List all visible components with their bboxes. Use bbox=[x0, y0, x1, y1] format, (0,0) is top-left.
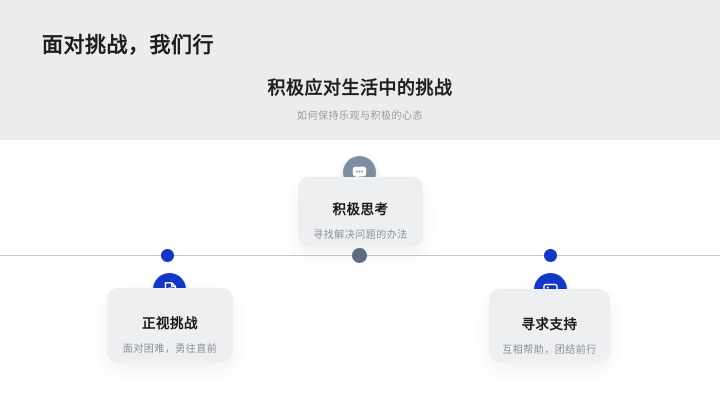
card-description: 寻找解决问题的办法 bbox=[313, 230, 408, 241]
timeline-dot-right bbox=[544, 249, 557, 262]
topic-heading: 积极应对生活中的挑战 bbox=[267, 78, 453, 98]
card-description: 面对困难，勇往直前 bbox=[122, 344, 218, 355]
card-title: 积极思考 bbox=[332, 202, 389, 217]
timeline-dot-left bbox=[161, 249, 174, 262]
card-description: 互相帮助，团结前行 bbox=[502, 345, 597, 356]
header-band bbox=[0, 0, 720, 140]
timeline-card-think: 积极思考 寻找解决问题的办法 bbox=[298, 177, 423, 247]
topic-subheading: 如何保持乐观与积极的心态 bbox=[297, 111, 423, 122]
timeline-card-face: 正视挑战 面对困难，勇往直前 bbox=[107, 288, 233, 362]
timeline-card-support: 寻求支持 互相帮助，团结前行 bbox=[489, 289, 610, 362]
topic-heading-block: 积极应对生活中的挑战 如何保持乐观与积极的心态 bbox=[0, 74, 720, 122]
timeline-dot-middle bbox=[352, 248, 367, 263]
page-title: 面对挑战，我们行 bbox=[42, 34, 214, 57]
card-title: 正视挑战 bbox=[142, 316, 198, 331]
card-title: 寻求支持 bbox=[521, 317, 578, 332]
